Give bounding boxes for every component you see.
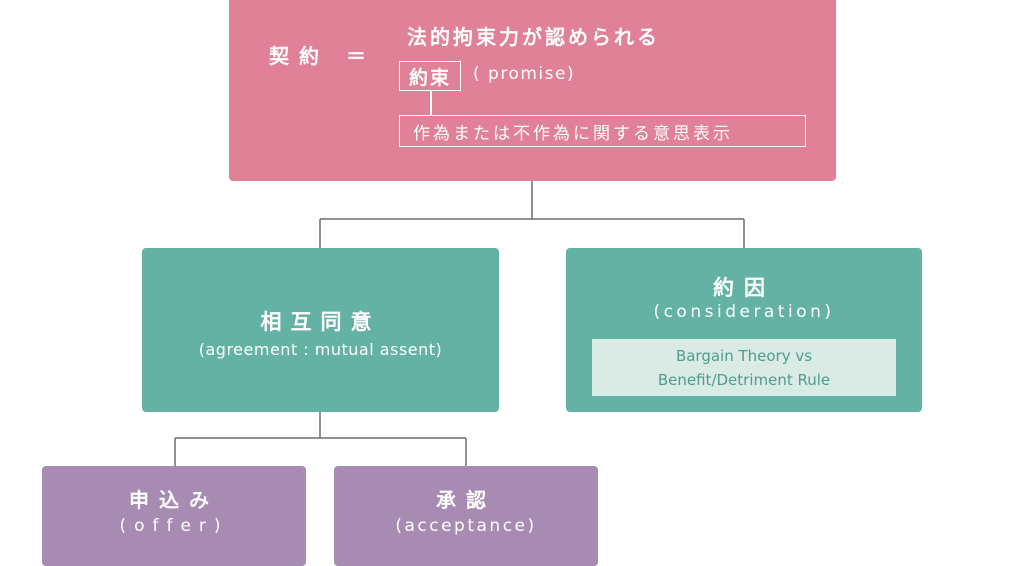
acceptance-box: 承認 (acceptance)	[334, 466, 598, 566]
consideration-box: 約因 (consideration) Bargain Theory vs Ben…	[566, 248, 922, 412]
contract-definition-box: 契約 ＝ 法的拘束力が認められる 約束 ( promise) 作為または不作為に…	[229, 0, 836, 181]
offer-box: 申込み (offer)	[42, 466, 306, 566]
mutual-assent-box: 相互同意 (agreement : mutual assent)	[142, 248, 499, 412]
mutual-assent-subtitle: (agreement : mutual assent)	[198, 340, 443, 359]
bargain-note-line2: Benefit/Detriment Rule	[657, 370, 831, 389]
promise-word-box: 約束	[399, 61, 461, 91]
contract-label: 契約 ＝	[269, 44, 376, 68]
acceptance-title: 承認	[436, 488, 496, 512]
consideration-subtitle: (consideration)	[653, 302, 835, 322]
bargain-theory-note: Bargain Theory vs Benefit/Detriment Rule	[592, 339, 896, 396]
promise-connector	[430, 91, 432, 115]
promise-english-label: ( promise)	[473, 64, 576, 84]
connector-lines	[174, 181, 745, 466]
acceptance-subtitle: (acceptance)	[395, 516, 537, 536]
mutual-assent-title: 相互同意	[260, 310, 381, 334]
offer-subtitle: (offer)	[119, 516, 229, 536]
legally-binding-text: 法的拘束力が認められる	[407, 25, 660, 49]
declaration-of-intent-box: 作為または不作為に関する意思表示	[399, 115, 806, 147]
bargain-note-line1: Bargain Theory vs	[675, 346, 813, 365]
consideration-title: 約因	[713, 276, 775, 300]
offer-title: 申込み	[129, 488, 219, 512]
